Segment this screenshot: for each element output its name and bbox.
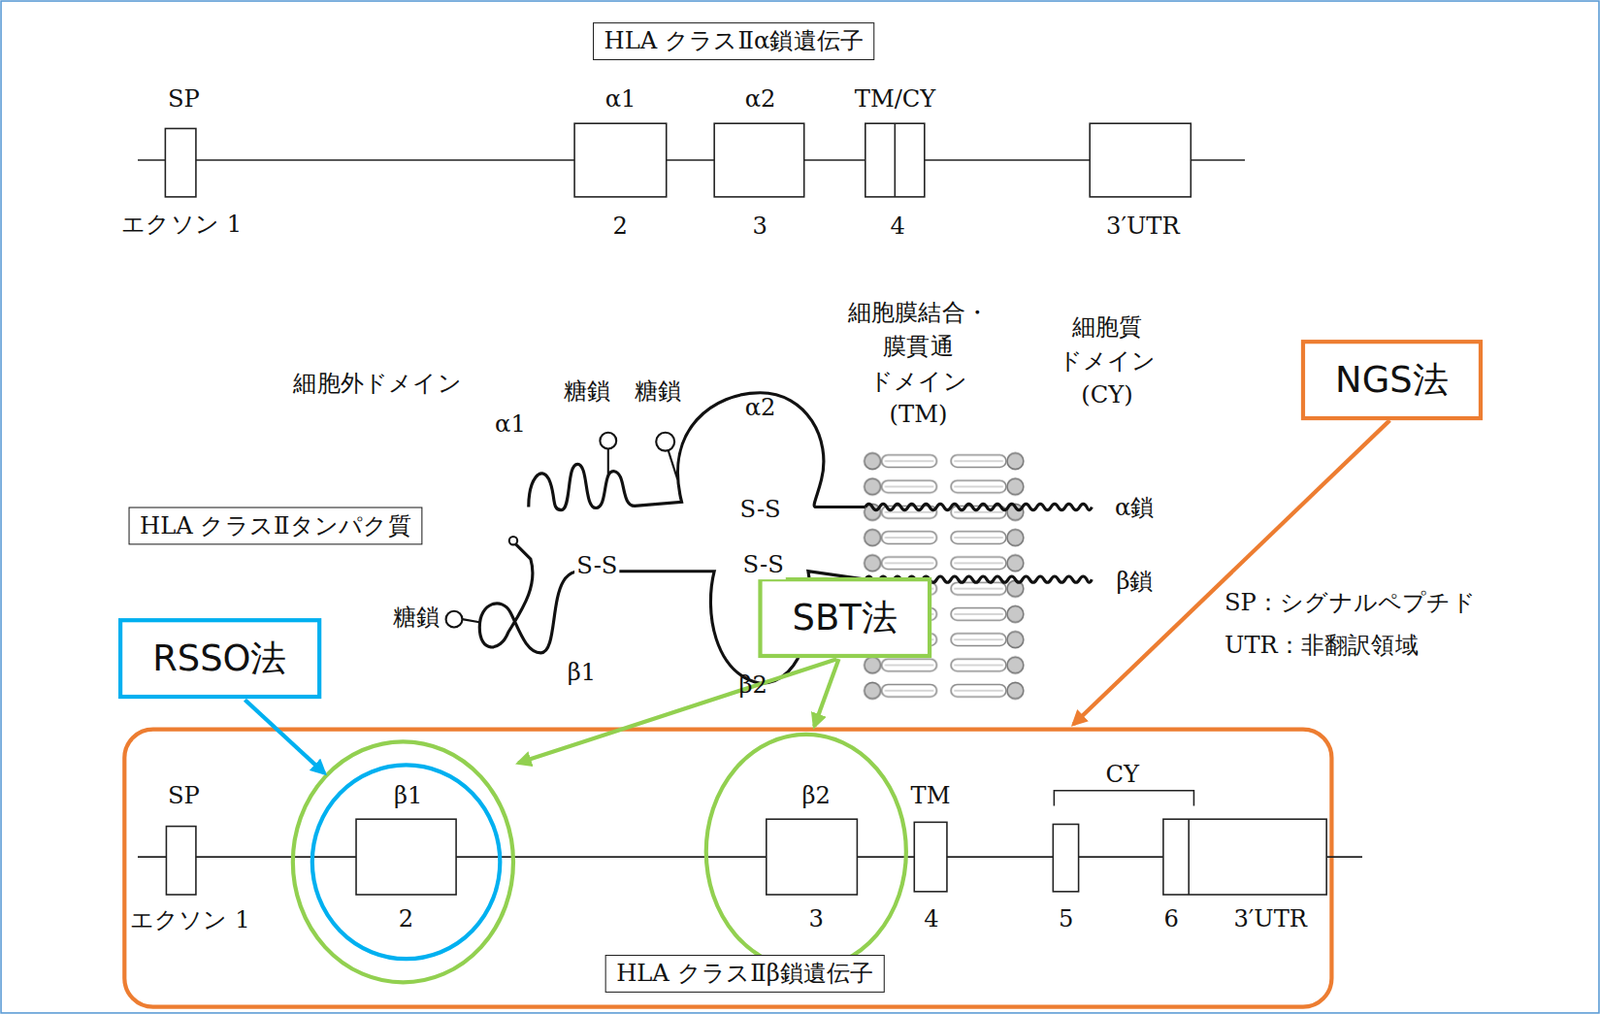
part-label: 6 <box>1163 905 1178 934</box>
method-callout: SBT法 <box>757 577 932 658</box>
part-label: UTR：非翻訳領域 <box>1224 631 1419 660</box>
alpha-gene <box>137 123 1245 197</box>
box-text: HLA クラスⅡβ鎖遺伝子 <box>616 957 874 990</box>
method-callout: RSSO法 <box>117 618 322 699</box>
part-label: CY <box>1105 760 1139 789</box>
part-label: β2 <box>738 671 767 700</box>
part-label: 糖鎖 <box>392 603 440 632</box>
part-label: 3 <box>752 212 768 241</box>
part-label: 2 <box>398 905 414 934</box>
part-label: S-S <box>741 551 786 580</box>
part-label: β1 <box>393 782 423 811</box>
beta-gene <box>137 790 1363 895</box>
leader-arrow <box>1073 420 1390 724</box>
part-label: β1 <box>567 658 596 687</box>
part-label: 3′UTR <box>1233 905 1307 934</box>
leader-arrow <box>518 658 837 763</box>
box-text: RSSO法 <box>152 634 287 683</box>
part-label: 5 <box>1058 905 1074 934</box>
part-label: 細胞質 ドメイン (CY) <box>1058 310 1157 413</box>
part-label: S-S <box>737 495 783 524</box>
part-label: α2 <box>745 393 777 423</box>
method-callout: NGS法 <box>1300 339 1483 421</box>
lipid-bilayer <box>862 449 1026 705</box>
part-label: β2 <box>802 782 831 811</box>
box-text: SBT法 <box>792 593 898 642</box>
alpha-tail <box>865 503 1092 510</box>
part-label: α1 <box>494 410 526 439</box>
part-label: 4 <box>923 905 939 934</box>
part-label: α1 <box>605 85 637 114</box>
part-label: エクソン 1 <box>121 210 242 239</box>
sbt-ring <box>293 741 514 982</box>
alpha-chain <box>528 392 866 511</box>
part-label: 3′UTR <box>1106 212 1180 241</box>
part-label: SP <box>167 85 200 114</box>
part-label: α2 <box>745 85 777 114</box>
part-label: SP <box>167 782 200 811</box>
sbt-ring <box>706 734 907 970</box>
leader-arrow <box>814 658 839 726</box>
part-label: 3 <box>808 905 823 934</box>
part-label: SP：シグナルペプチド <box>1224 588 1476 618</box>
title-box: HLA クラスⅡβ鎖遺伝子 <box>605 954 885 993</box>
part-label: β鎖 <box>1116 567 1154 596</box>
part-label: エクソン 1 <box>130 906 251 935</box>
box-text: NGS法 <box>1335 356 1448 404</box>
part-label: S-S <box>574 552 620 581</box>
ngs-region <box>124 729 1332 1008</box>
box-text: HLA クラスⅡタンパク質 <box>139 510 412 543</box>
part-label: TM <box>911 782 951 811</box>
part-label: 糖鎖 <box>634 377 682 406</box>
part-label: 2 <box>613 212 628 241</box>
box-text: HLA クラスⅡα鎖遺伝子 <box>604 25 865 58</box>
part-label: 糖鎖 <box>563 377 611 406</box>
part-label: 細胞外ドメイン <box>293 369 462 398</box>
part-label: 4 <box>890 212 906 241</box>
rsso-ring <box>312 764 501 959</box>
title-box: HLA クラスⅡα鎖遺伝子 <box>592 22 876 61</box>
part-label: TM/CY <box>854 85 937 114</box>
leader-arrow <box>244 699 325 774</box>
part-label: α鎖 <box>1114 493 1155 523</box>
part-label: 細胞膜結合・ 膜貫通 ドメイン (TM) <box>848 295 989 432</box>
title-box: HLA クラスⅡタンパク質 <box>129 506 424 545</box>
protein-illustration <box>446 392 1093 705</box>
